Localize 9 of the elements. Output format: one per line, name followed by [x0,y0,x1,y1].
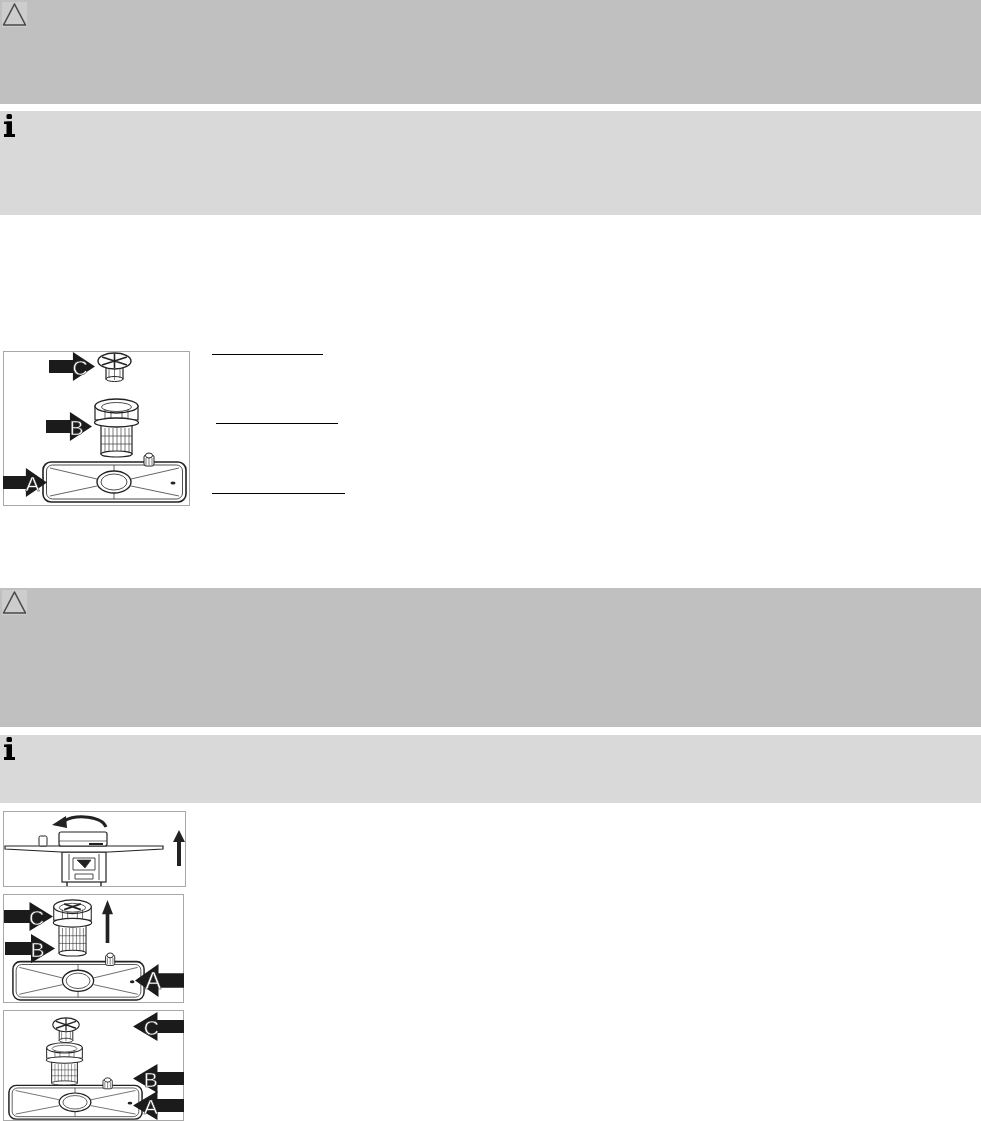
callout-letter: A [143,1095,158,1116]
callout-letter: C [72,356,88,377]
callout-letter: A [145,968,162,993]
callout-letter: C [29,906,45,927]
callout-letter: B [143,1068,158,1089]
callout-letter: C [143,1016,159,1037]
callout-letter: A [25,472,40,493]
callout-letter: B [69,416,84,437]
callout-letter: B [30,938,45,959]
